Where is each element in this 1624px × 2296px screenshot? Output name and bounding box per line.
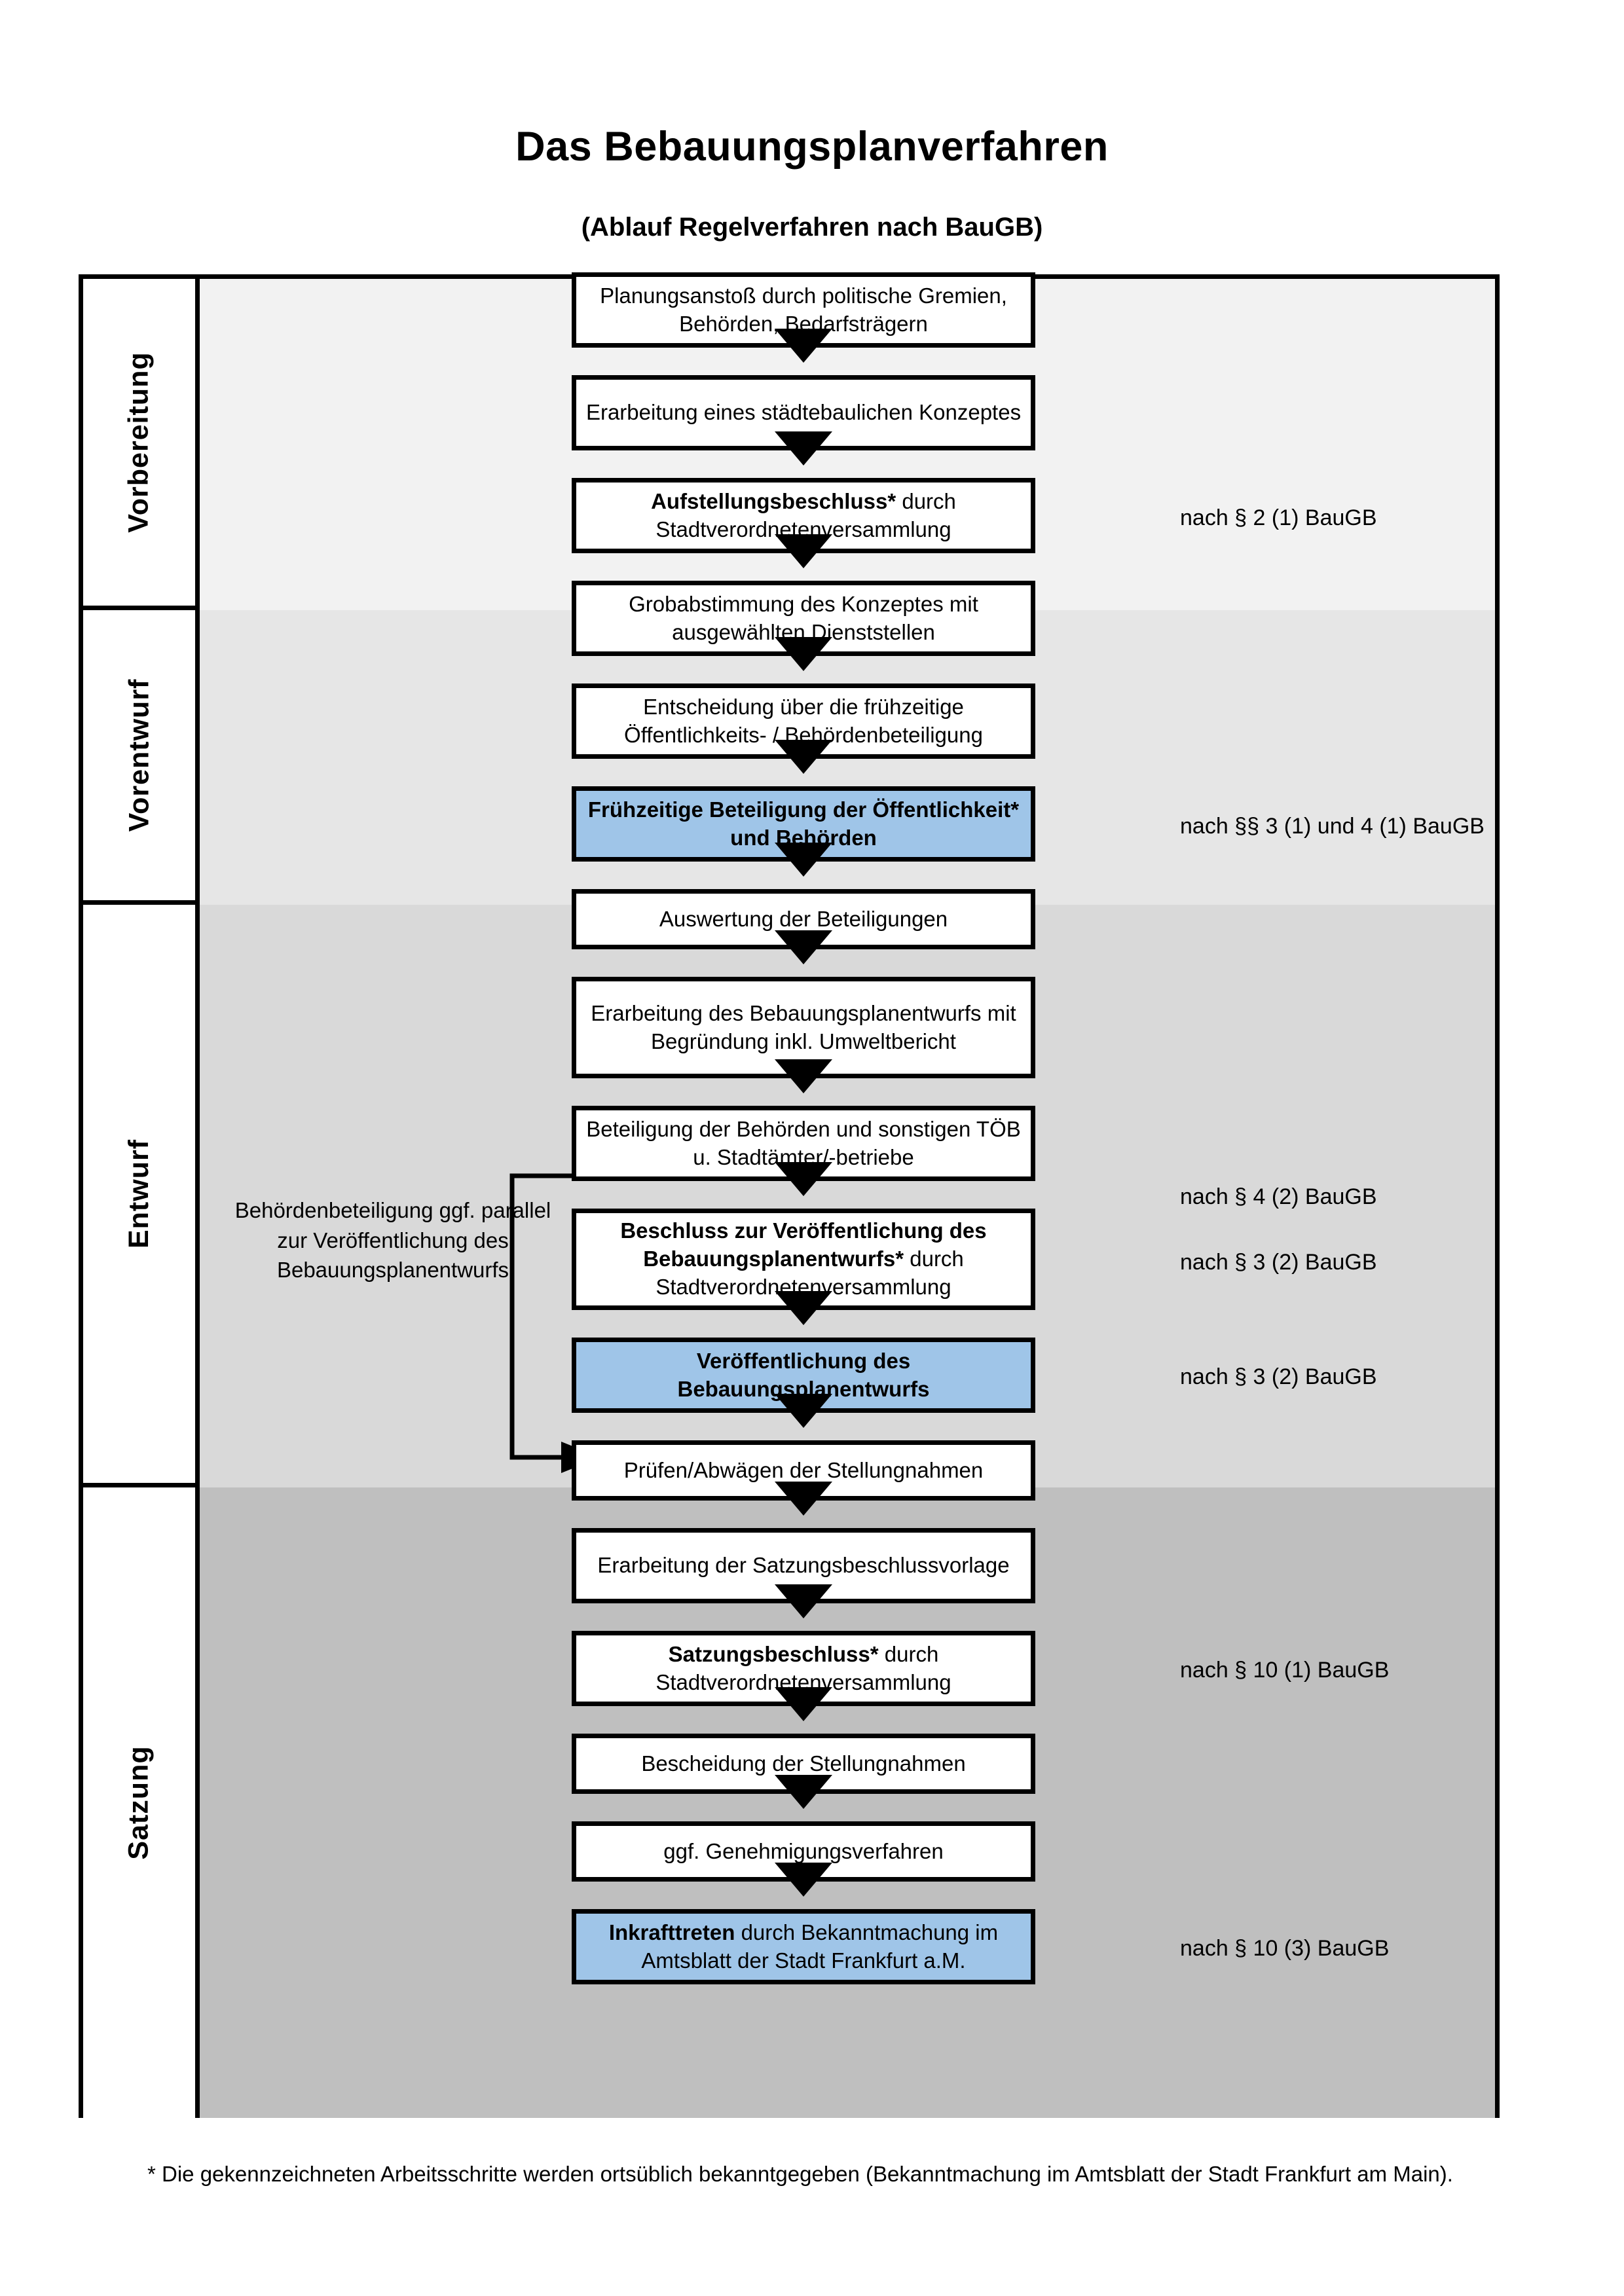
arrow-down-6 <box>775 843 832 877</box>
note-par10-1: nach § 10 (1) BauGB <box>1180 1658 1390 1683</box>
side-note-behoerdenbeteiligung: Behördenbeteiligung ggf. parallel zur Ve… <box>234 1198 551 1283</box>
step-bold-fruehzeitige-beteiligung: Frühzeitige Beteiligung der Öffentlichke… <box>587 797 1020 850</box>
step-text-auswertung-beteiligungen: Auswertung der Beteiligungen <box>659 906 948 931</box>
note-par4-2: nach § 4 (2) BauGB <box>1180 1184 1377 1209</box>
arrow-down-14 <box>775 1687 832 1721</box>
section-label-vorentwurf-text: Vorentwurf <box>123 678 155 832</box>
section-label-vorbereitung-text: Vorbereitung <box>123 352 155 533</box>
step-box-erarbeitung-entwurf[interactable]: Erarbeitung des Bebauungsplanentwurfs mi… <box>572 977 1035 1078</box>
step-text-staedtebauliches-konzept: Erarbeitung eines städtebaulichen Konzep… <box>585 400 1022 425</box>
step-box-fruehzeitige-beteiligung[interactable]: Frühzeitige Beteiligung der Öffentlichke… <box>572 786 1035 862</box>
note-par3-2-b: nach § 3 (2) BauGB <box>1180 1364 1377 1389</box>
arrow-down-12 <box>775 1482 832 1516</box>
step-text-entscheidung-fruehzeitige: Entscheidung über die frühzeitige Öffent… <box>624 694 983 747</box>
step-rest-inkrafttreten: durch Bekanntmachung im Amtsblatt der St… <box>641 1920 999 1973</box>
step-box-veroeffentlichung-entwurf[interactable]: Veröffentlichung des Bebauungsplanentwur… <box>572 1338 1035 1413</box>
arrow-down-5 <box>775 740 832 774</box>
arrow-down-4 <box>775 637 832 671</box>
arrow-down-3 <box>775 534 832 568</box>
step-text-genehmigungsverfahren: ggf. Genehmigungsverfahren <box>663 1838 944 1863</box>
arrow-down-13 <box>775 1584 832 1618</box>
section-label-vorbereitung: Vorbereitung <box>83 279 200 610</box>
page-subtitle: (Ablauf Regelverfahren nach BauGB) <box>581 213 1043 242</box>
arrow-down-16 <box>775 1863 832 1897</box>
section-label-entwurf-text: Entwurf <box>122 1139 155 1249</box>
step-text-pruefen-abwaegen: Prüfen/Abwägen der Stellungnahmen <box>623 1457 984 1482</box>
step-text-erarbeitung-entwurf: Erarbeitung des Bebauungsplanentwurfs mi… <box>591 1000 1016 1053</box>
step-box-planungsanstoss[interactable]: Planungsanstoß durch politische Gremien,… <box>572 272 1035 348</box>
step-text-beschluss-veroeffentlichung: Beschluss zur Veröffentlichung des Bebau… <box>583 1217 1024 1302</box>
arrow-down-2 <box>775 431 832 465</box>
arrow-down-9 <box>775 1162 832 1196</box>
step-box-inkrafttreten[interactable]: Inkrafttreten durch Bekanntmachung im Am… <box>572 1909 1035 1984</box>
section-label-satzung: Satzung <box>83 1487 200 2118</box>
section-label-satzung-text: Satzung <box>123 1745 155 1860</box>
step-text-bescheidung-stellungnahmen: Bescheidung der Stellungnahmen <box>641 1751 966 1776</box>
page-title: Das Bebauungsplanverfahren <box>515 124 1109 170</box>
section-label-vorentwurf: Vorentwurf <box>83 610 200 905</box>
note-par3-1-4-1: nach §§ 3 (1) und 4 (1) BauGB <box>1180 814 1485 839</box>
step-text-inkrafttreten: Inkrafttreten durch Bekanntmachung im Am… <box>583 1919 1024 1975</box>
note-par10-3: nach § 10 (3) BauGB <box>1180 1936 1390 1961</box>
section-label-entwurf: Entwurf <box>83 905 200 1487</box>
note-par2-1: nach § 2 (1) BauGB <box>1180 505 1377 530</box>
flowchart-frame: Vorbereitung Vorentwurf Entwurf Satzung … <box>79 272 1500 2118</box>
step-text-aufstellungsbeschluss: Aufstellungsbeschluss* durch Stadtverord… <box>583 488 1024 544</box>
arrow-down-8 <box>775 1059 832 1093</box>
step-bold-aufstellungsbeschluss: Aufstellungsbeschluss* <box>651 488 896 513</box>
arrow-down-7 <box>775 930 832 964</box>
arrow-down-15 <box>775 1775 832 1809</box>
arrow-down-10 <box>775 1291 832 1325</box>
step-bold-inkrafttreten: Inkrafttreten <box>608 1920 735 1944</box>
step-bold-satzungsbeschluss: Satzungsbeschluss* <box>668 1641 879 1666</box>
step-bold-beschluss-veroeffentlichung: Beschluss zur Veröffentlichung des Bebau… <box>620 1218 987 1271</box>
step-text-erarbeitung-satzungsvorlage: Erarbeitung der Satzungsbeschlussvorlage <box>597 1553 1010 1578</box>
arrow-down-1 <box>775 329 832 363</box>
note-par3-2-a: nach § 3 (2) BauGB <box>1180 1250 1377 1275</box>
footnote: * Die gekennzeichneten Arbeitsschritte w… <box>147 2162 1453 2186</box>
arrow-down-11 <box>775 1394 832 1428</box>
